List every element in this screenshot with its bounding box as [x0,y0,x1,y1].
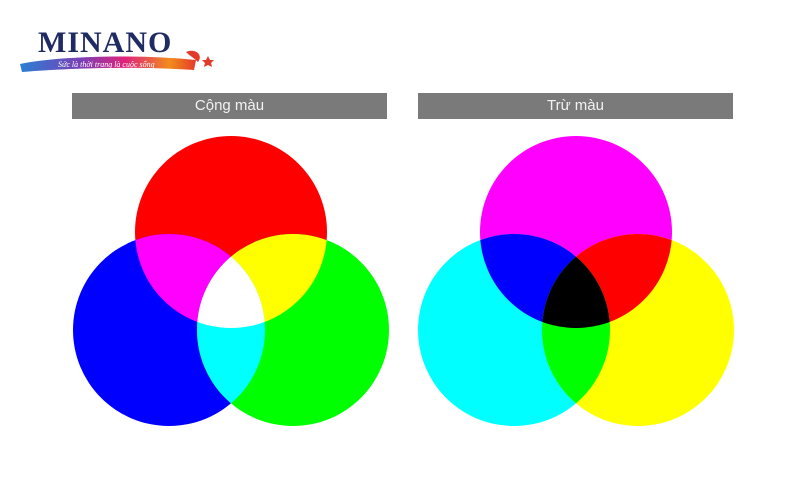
logo-slogan: Sức là thời trang là cuộc sống [58,60,155,69]
additive-panel-title: Cộng màu [72,93,387,119]
subtractive-panel-title: Trừ màu [418,93,733,119]
center-overlap [542,234,610,328]
brand-logo: MINANO Sức là thời trang là cuộc sống [18,20,218,82]
logo-swoosh-icon [20,50,214,72]
logo-brand-text: MINANO [38,26,173,59]
center-overlap [197,234,265,328]
subtractive-color-diagram [418,136,734,426]
additive-color-diagram [73,136,389,426]
